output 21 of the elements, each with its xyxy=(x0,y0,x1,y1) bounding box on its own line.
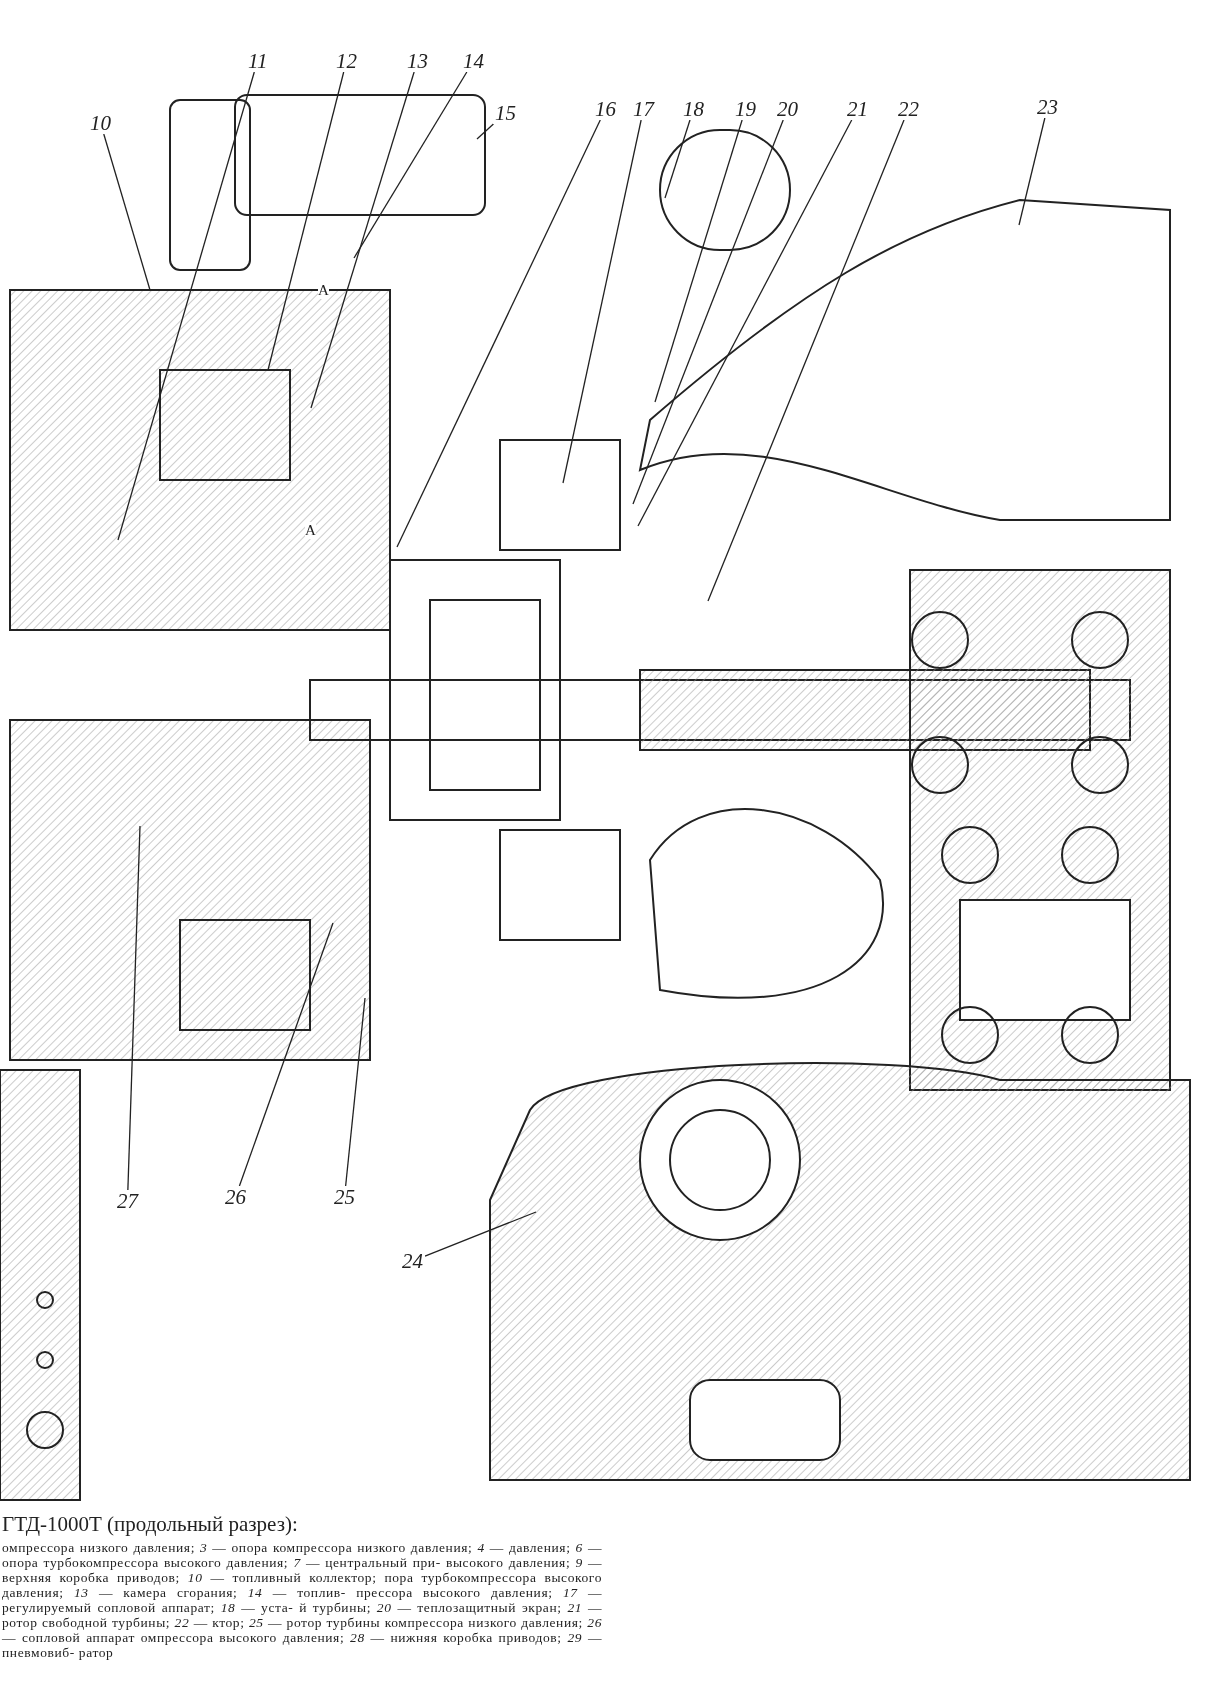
leader-line xyxy=(637,119,853,527)
leader-line xyxy=(103,133,151,291)
section-mark: A xyxy=(318,282,329,299)
section-mark: A xyxy=(305,522,316,539)
leader-line xyxy=(310,71,415,409)
leader-line xyxy=(267,71,345,371)
leader-line xyxy=(238,922,334,1187)
figure-caption: ГТД-1000Т (продольный разрез): xyxy=(2,1512,298,1537)
leader-line xyxy=(476,123,495,140)
leader-line xyxy=(562,119,642,484)
leader-line xyxy=(353,71,468,259)
leader-line xyxy=(127,825,141,1191)
leader-line xyxy=(1018,117,1046,226)
leader-line xyxy=(345,997,366,1187)
leader-line xyxy=(396,119,601,548)
leader-line xyxy=(117,71,255,541)
leader-line xyxy=(632,119,784,505)
legend-text: омпрессора низкого давления; 3 — опора компрессора низкого давления; 4 — давления; 6 — опора турбокомпрессора высокого давления; 7 — центральный при- высокого давления; 9 — верхняя коробка приводов; 10 — топливный коллектор; пора турбокомпрессора высокого давления; 13 — камера сгорания; 14 — топлив- прессора высокого давления; 17 — регулируемый сопловой аппарат; 18 — уста- й турбины; 20 — теплозащитный экран; 21 — ротор свободной турбины; 22 — ктор; 25 — ротор турбины компрессора низкого давления; 26 — сопловой аппарат омпрессора высокого давления; 28 — нижняя коробка приводов; 29 — пневмовиб- ратор xyxy=(2,1540,602,1660)
leader-line xyxy=(424,1211,537,1257)
leader-line xyxy=(707,119,905,602)
leader-line xyxy=(664,119,691,199)
